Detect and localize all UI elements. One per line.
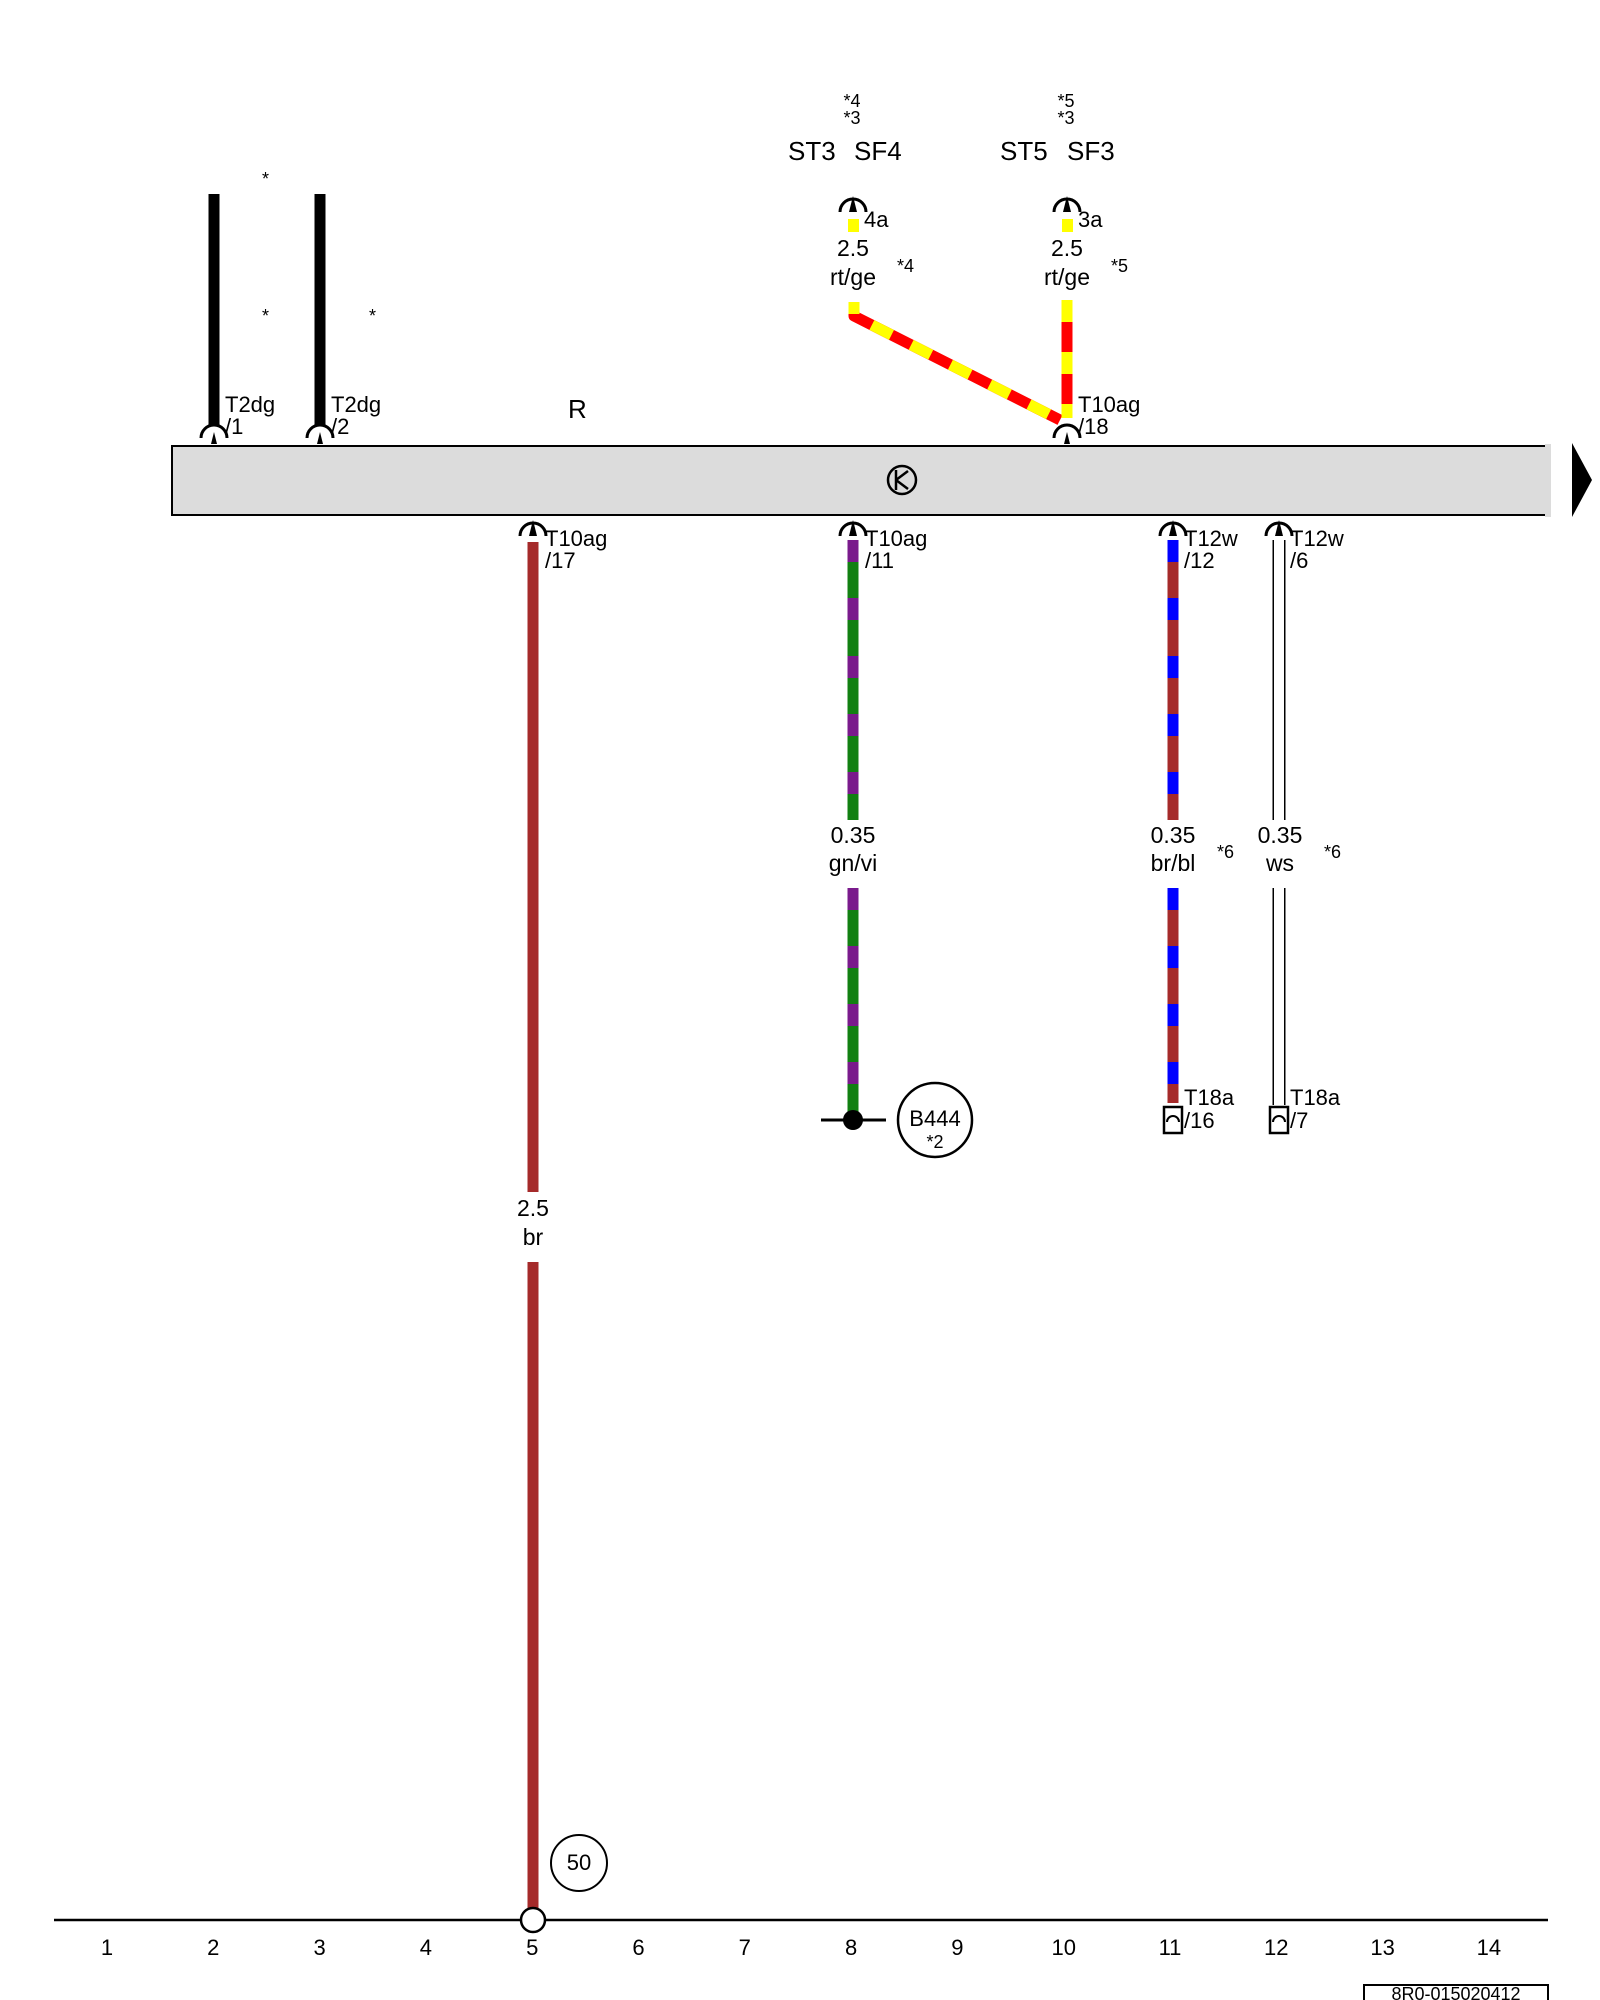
connector-pin: /16 xyxy=(1184,1108,1215,1133)
track-number: 5 xyxy=(526,1935,538,1960)
track-number: 6 xyxy=(632,1935,644,1960)
drawing-code: 8R0-015020412 xyxy=(1391,1984,1520,2000)
star-note: * xyxy=(262,169,269,189)
connector-label: T2dg xyxy=(225,392,275,417)
track-number: 10 xyxy=(1051,1935,1075,1960)
connector-socket-icon xyxy=(1052,423,1082,439)
track-number: 4 xyxy=(420,1935,432,1960)
connector-label: T12w xyxy=(1290,526,1344,551)
st5-note-a: *5 xyxy=(1057,91,1074,111)
connector-pin: 3a xyxy=(1078,207,1103,232)
connector-t12w-6[interactable] xyxy=(1264,520,1294,537)
connector-label: T18a xyxy=(1290,1085,1341,1110)
connector-pin: /11 xyxy=(865,548,894,573)
wire-rt-ge-diagonal[interactable] xyxy=(848,302,1063,425)
wire-stub-ge xyxy=(1062,219,1073,232)
connector-t18a-7[interactable] xyxy=(1268,1105,1290,1135)
st3-note-b: *3 xyxy=(843,108,860,128)
track-number: 8 xyxy=(845,1935,857,1960)
connector-label: T10ag xyxy=(865,526,927,551)
ground-junction[interactable] xyxy=(821,1110,886,1130)
connector-t2dg-1[interactable] xyxy=(199,423,229,444)
wire-note: *6 xyxy=(1324,842,1341,862)
drawing-code-box xyxy=(1363,1984,1549,2000)
connector-socket-icon xyxy=(305,423,335,439)
junction-dot-icon xyxy=(843,1110,863,1130)
track-number: 11 xyxy=(1159,1935,1182,1960)
star-note: * xyxy=(369,306,376,326)
track-number: 7 xyxy=(739,1935,751,1960)
track-number: 1 xyxy=(101,1935,113,1960)
wire-size-label: 2.5 xyxy=(1051,235,1083,261)
track-number: 3 xyxy=(313,1935,325,1960)
connector-pin-icon xyxy=(1272,1115,1286,1123)
wire-size-label: 2.5 xyxy=(517,1195,549,1221)
transistor-circle-icon xyxy=(886,464,918,496)
wire-color-label: br/bl xyxy=(1151,850,1196,876)
connector-pin-icon xyxy=(1166,1115,1180,1123)
connector-pin: /2 xyxy=(331,414,349,439)
st3-note-a: *4 xyxy=(843,91,860,111)
connector-socket-icon xyxy=(199,423,229,439)
connector-pin: /17 xyxy=(545,548,576,573)
wire-size-label: 0.35 xyxy=(1258,822,1303,848)
continue-arrow-icon[interactable] xyxy=(1572,443,1592,517)
label-st5: ST5 xyxy=(1000,136,1048,166)
wire-stub-ge xyxy=(848,219,859,232)
wire-color-label: gn/vi xyxy=(829,850,878,876)
track-number: 13 xyxy=(1370,1935,1394,1960)
connector-label: T18a xyxy=(1184,1085,1235,1110)
wire-color-label: rt/ge xyxy=(1044,264,1090,290)
connector-sf3-3a[interactable] xyxy=(1052,196,1082,213)
ground-terminal-icon[interactable] xyxy=(519,1906,547,1934)
label-sf4: SF4 xyxy=(854,136,902,166)
track-number: 2 xyxy=(207,1935,219,1960)
star-note: * xyxy=(262,306,269,326)
connector-label: T10ag xyxy=(1078,392,1140,417)
connector-pin: /7 xyxy=(1290,1108,1308,1133)
wire-note: *4 xyxy=(897,256,914,276)
connector-label: T10ag xyxy=(545,526,607,551)
wire-color-label: rt/ge xyxy=(830,264,876,290)
component-body[interactable] xyxy=(171,445,1549,516)
connector-t12w-12[interactable] xyxy=(1158,520,1188,537)
ground-point-note: *2 xyxy=(926,1132,943,1152)
connector-t2dg-2[interactable] xyxy=(305,423,335,444)
connector-pin: /12 xyxy=(1184,548,1215,573)
component-label: R xyxy=(568,394,587,424)
wire-size-label: 0.35 xyxy=(831,822,876,848)
earth-marker-label: 50 xyxy=(567,1850,591,1875)
wire-size-label: 2.5 xyxy=(837,235,869,261)
label-st3: ST3 xyxy=(788,136,836,166)
ground-point-circle[interactable] xyxy=(896,1081,974,1159)
connector-t18a-16[interactable] xyxy=(1162,1105,1184,1135)
wire-size-label: 0.35 xyxy=(1151,822,1196,848)
track-number: 14 xyxy=(1477,1935,1501,1960)
connector-label: T12w xyxy=(1184,526,1238,551)
wire-color-label: br xyxy=(523,1224,544,1250)
connector-pin: /18 xyxy=(1078,414,1109,439)
label-sf3: SF3 xyxy=(1067,136,1115,166)
track-number: 9 xyxy=(951,1935,963,1960)
track-number: 12 xyxy=(1264,1935,1288,1960)
connector-sf4-4a[interactable] xyxy=(838,196,868,213)
connector-t10ag-17[interactable] xyxy=(518,520,548,537)
connector-pin: /1 xyxy=(225,414,243,439)
st5-note-b: *3 xyxy=(1057,108,1074,128)
connector-t10ag-11[interactable] xyxy=(838,520,868,537)
connector-t10ag-18[interactable] xyxy=(1052,423,1082,444)
wire-note: *6 xyxy=(1217,842,1234,862)
earth-marker-circle[interactable] xyxy=(550,1834,608,1892)
connector-label: T2dg xyxy=(331,392,381,417)
ground-point-label: B444 xyxy=(909,1106,960,1131)
connector-pin: 4a xyxy=(864,207,889,232)
connector-pin: /6 xyxy=(1290,548,1308,573)
wire-color-label: ws xyxy=(1265,850,1294,876)
wire-note: *5 xyxy=(1111,256,1128,276)
component-open-edge xyxy=(1545,444,1551,517)
